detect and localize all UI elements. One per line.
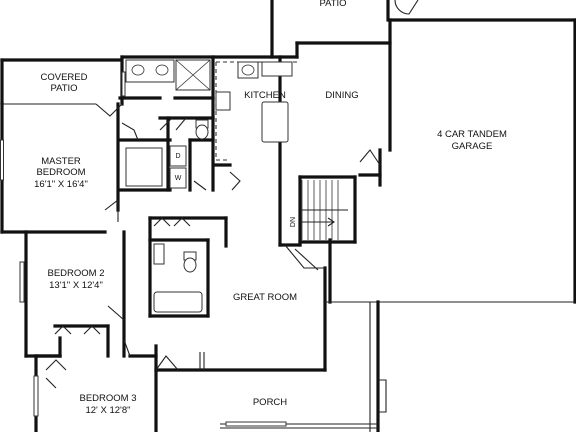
washer-label: W xyxy=(175,175,182,182)
stairs-direction-label: DN xyxy=(290,217,297,227)
room-labels: PATIO COVERED PATIO KITCHEN DINING 4 CAR… xyxy=(34,0,507,416)
room-label-bedroom3: BEDROOM 3 xyxy=(79,393,136,404)
room-label-bedroom2: BEDROOM 2 xyxy=(47,268,104,279)
room-label-dining: DINING xyxy=(325,90,358,101)
room-label-bedroom3-size: 12' X 12'8" xyxy=(85,405,130,416)
fixtures xyxy=(125,59,348,313)
room-label-bedroom2-size: 13'1" X 12'4" xyxy=(49,280,103,291)
room-label-patio: PATIO xyxy=(319,0,346,9)
windows xyxy=(0,71,287,427)
room-label-garage-2: GARAGE xyxy=(452,141,493,152)
room-label-great-room: GREAT ROOM xyxy=(233,292,297,303)
room-label-master-size: 16'1" X 16'4" xyxy=(34,179,88,190)
room-label-covered-patio: COVERED xyxy=(41,72,88,83)
room-label-master: MASTER xyxy=(41,156,81,167)
dryer-label: D xyxy=(175,153,180,160)
room-label-porch: PORCH xyxy=(253,397,287,408)
room-label-kitchen: KITCHEN xyxy=(244,90,286,101)
room-label-covered-patio-2: PATIO xyxy=(50,83,77,94)
room-label-garage: 4 CAR TANDEM xyxy=(437,129,507,140)
room-label-master-2: BEDROOM xyxy=(36,167,85,178)
doors xyxy=(45,0,419,413)
